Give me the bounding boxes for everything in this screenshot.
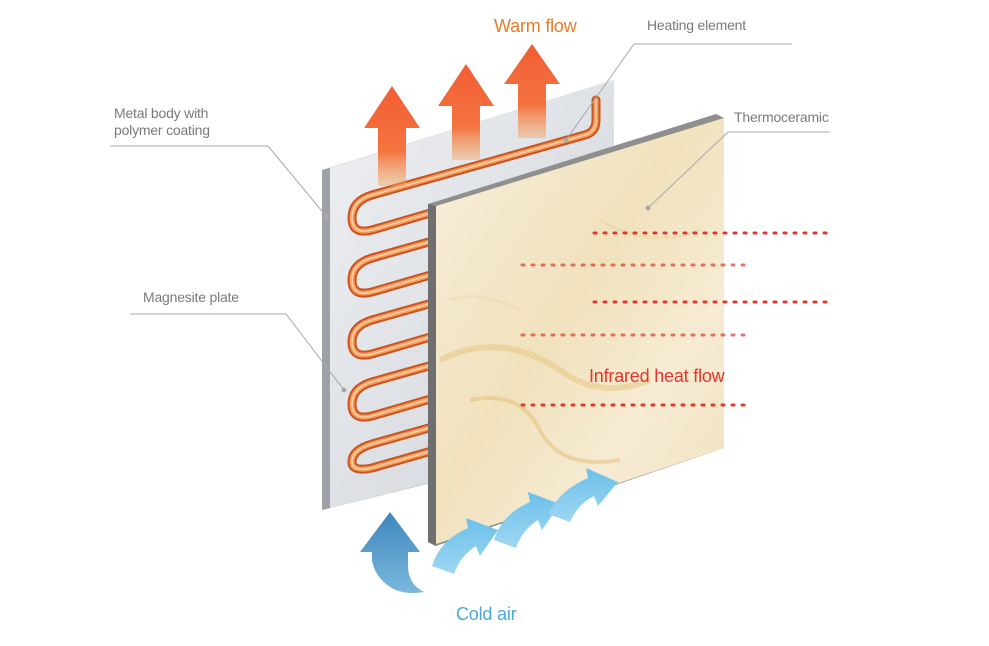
thermoceramic-label: Thermoceramic — [734, 109, 829, 125]
heating-element-label: Heating element — [647, 17, 746, 33]
arrow-up-icon — [504, 44, 560, 138]
arrow-up-icon — [364, 86, 420, 186]
leader-lines — [110, 43, 830, 393]
infrared-rays — [520, 231, 832, 407]
curved-arrow-up-icon — [360, 512, 424, 593]
magnesite-plate-label: Magnesite plate — [143, 289, 239, 305]
curved-arrow-up-icon — [432, 518, 498, 574]
thermoceramic-panel — [428, 114, 724, 546]
infrared-heat-flow-label: Infrared heat flow — [589, 366, 725, 386]
metal-body-label-line1: Metal body with — [114, 105, 209, 121]
curved-arrow-up-icon — [494, 492, 560, 548]
curved-arrow-up-icon — [548, 468, 618, 522]
cold-air-label: Cold air — [456, 604, 517, 624]
warm-flow-arrows — [364, 44, 560, 186]
warm-flow-label: Warm flow — [494, 16, 577, 36]
arrow-up-icon — [438, 64, 494, 160]
metal-body-label: Metal body with polymer coating — [114, 105, 210, 139]
cold-air-arrows — [360, 468, 618, 593]
metal-body-label-line2: polymer coating — [114, 122, 210, 138]
